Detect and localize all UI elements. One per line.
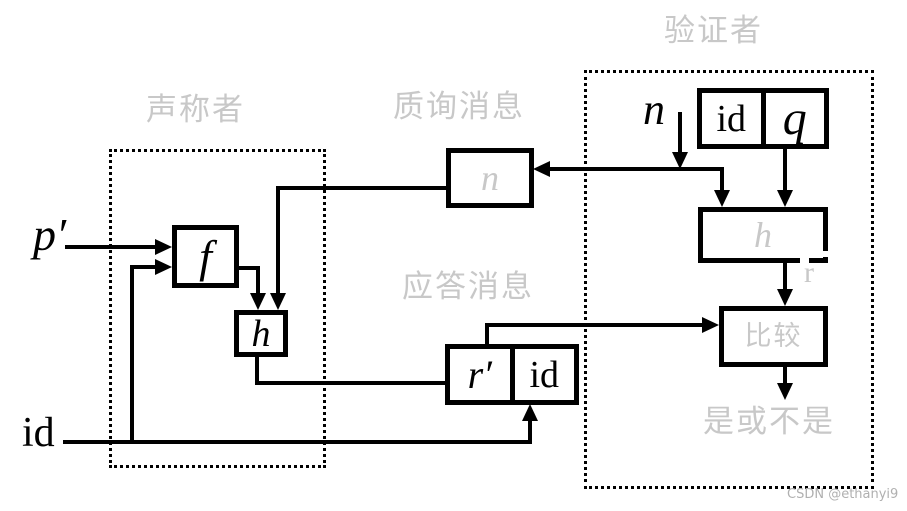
verifier-hash-label: h: [754, 215, 772, 255]
credential-id-label: id: [716, 97, 747, 140]
credential-q-label: q: [782, 91, 807, 145]
response-message-box: r′ id: [445, 344, 579, 405]
credential-id-cell: id: [702, 93, 761, 144]
watermark-text: CSDN @ethanyi9: [787, 487, 899, 502]
f-function-label: f: [199, 230, 212, 282]
expected-response-label: r: [804, 256, 814, 289]
response-id-label: id: [529, 353, 560, 396]
credential-split: id q: [702, 93, 824, 144]
challenge-message-box: n: [446, 148, 534, 208]
arrowhead-id-to-response: [522, 404, 538, 421]
verifier-hash-box: h: [698, 207, 828, 263]
hash-box-corner-gap-bottom: [800, 258, 809, 263]
nonce-label: n: [643, 85, 665, 134]
hash-box-corner-gap-right: [823, 251, 828, 257]
challenge-message-title: 质询消息: [393, 89, 525, 125]
response-id-cell: id: [509, 349, 575, 400]
response-split: r′ id: [450, 349, 574, 400]
credential-q-cell: q: [760, 91, 825, 145]
response-r-label: r′: [467, 351, 492, 397]
stored-credential-box: id q: [697, 88, 829, 149]
response-message-title: 应答消息: [402, 269, 534, 305]
compare-label: 比较: [744, 321, 803, 352]
arrowhead-verifier-to-challenge: [533, 161, 550, 177]
claimant-hash-box: h: [234, 310, 288, 357]
f-function-box: f: [172, 225, 239, 288]
claimant-hash-label: h: [251, 312, 271, 355]
verifier-region-border: [584, 70, 874, 489]
response-r-cell: r′: [450, 349, 510, 400]
verifier-title: 验证者: [664, 13, 763, 49]
result-label: 是或不是: [703, 404, 835, 440]
claimant-region-border: [109, 149, 326, 468]
password-input-label: p′: [33, 209, 67, 260]
compare-box: 比较: [719, 306, 828, 367]
claimant-title: 声称者: [146, 92, 245, 128]
identity-input-label: id: [22, 410, 55, 456]
challenge-nonce-label: n: [481, 158, 499, 198]
